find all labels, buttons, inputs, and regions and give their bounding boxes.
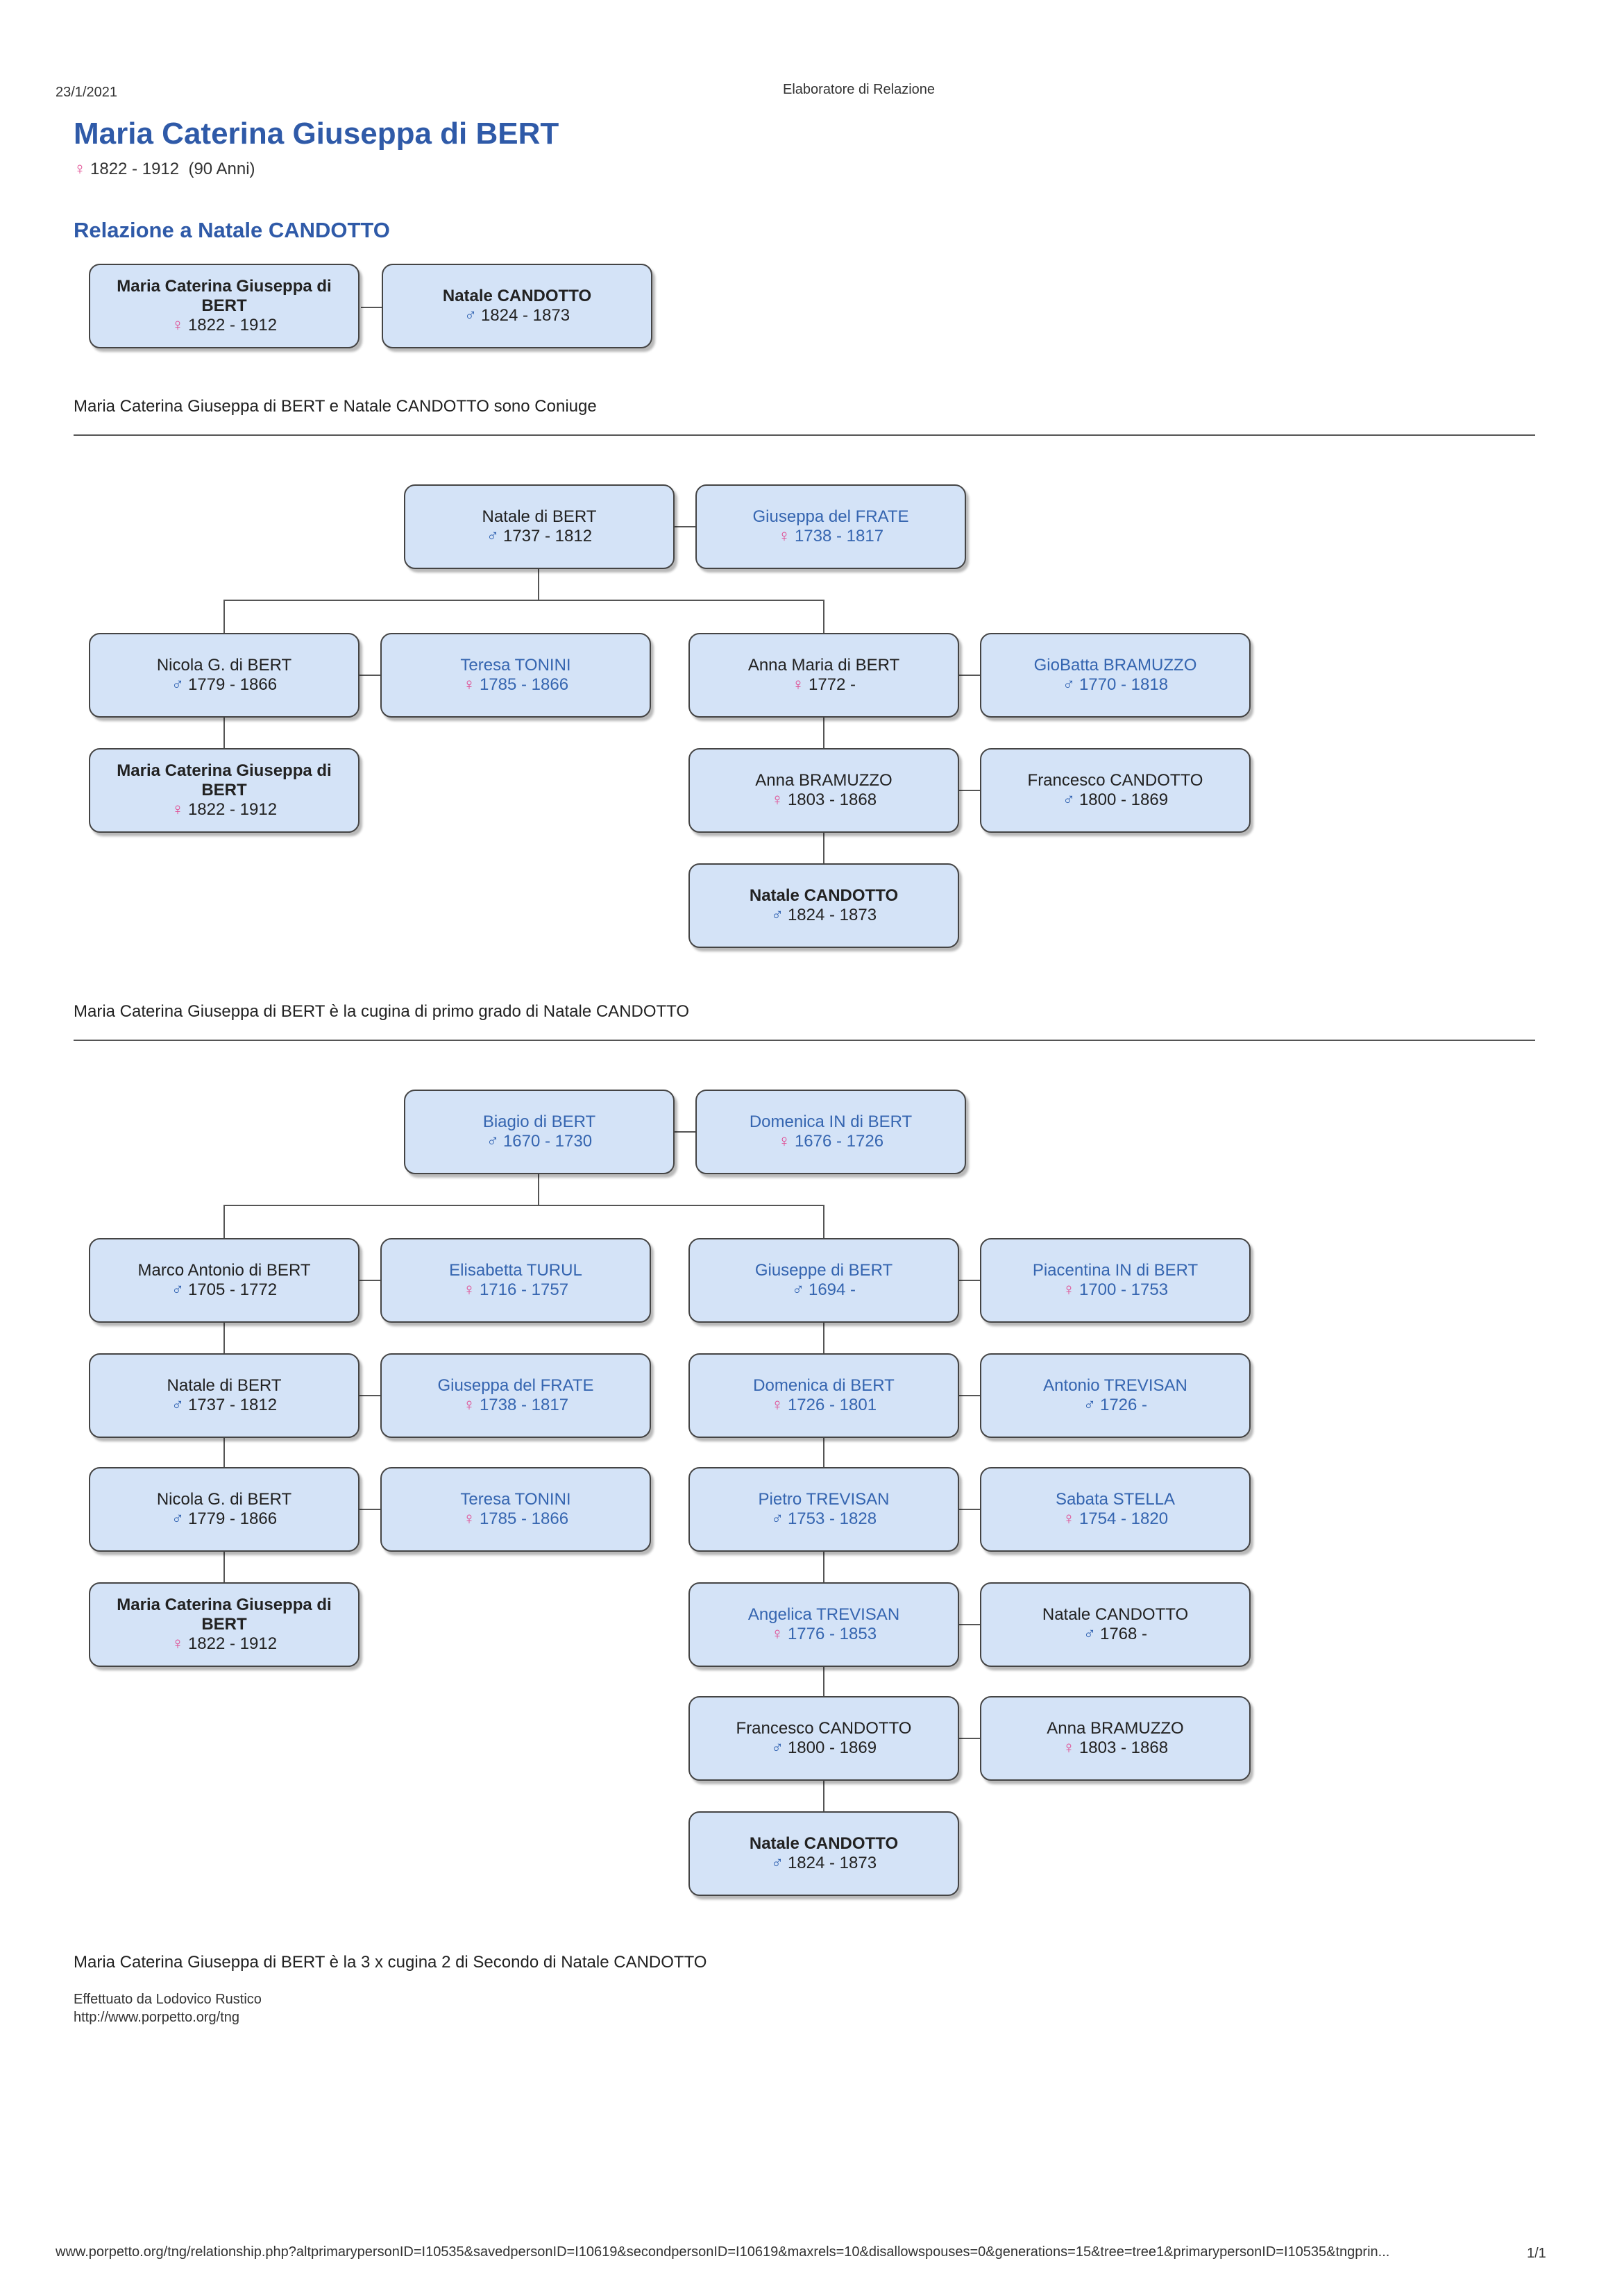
person-card[interactable]: Angelica TREVISAN ♀1776 - 1853 — [688, 1582, 959, 1667]
person-card[interactable]: Nicola G. di BERT ♂1779 - 1866 — [89, 633, 360, 718]
person-lifespan: ♀1822 - 1912 (90 Anni) — [74, 160, 255, 179]
male-icon: ♂ — [791, 1280, 804, 1299]
female-icon: ♀ — [462, 675, 475, 694]
person-card[interactable]: Domenica di BERT ♀1726 - 1801 — [688, 1353, 959, 1438]
female-icon: ♀ — [462, 1280, 475, 1299]
female-icon: ♀ — [171, 316, 184, 334]
female-icon: ♀ — [462, 1509, 475, 1528]
person-card[interactable]: Giuseppa del FRATE ♀1738 - 1817 — [695, 484, 966, 569]
person-card[interactable]: Biagio di BERT ♂1670 - 1730 — [404, 1090, 675, 1174]
person-card[interactable]: Giuseppa del FRATE ♀1738 - 1817 — [380, 1353, 651, 1438]
person-card[interactable]: Pietro TREVISAN ♂1753 - 1828 — [688, 1467, 959, 1552]
relationship-caption: Maria Caterina Giuseppa di BERT è la cug… — [74, 1002, 690, 1021]
male-icon: ♂ — [171, 675, 184, 694]
female-icon: ♀ — [462, 1396, 475, 1414]
male-icon: ♂ — [486, 527, 499, 545]
person-card[interactable]: Nicola G. di BERT ♂1779 - 1866 — [89, 1467, 360, 1552]
person-card[interactable]: Domenica IN di BERT ♀1676 - 1726 — [695, 1090, 966, 1174]
female-icon: ♀ — [770, 1396, 784, 1414]
print-date: 23/1/2021 — [56, 85, 117, 100]
female-icon: ♀ — [777, 1132, 790, 1151]
person-card[interactable]: Sabata STELLA ♀1754 - 1820 — [980, 1467, 1251, 1552]
person-card[interactable]: Natale di BERT ♂1737 - 1812 — [404, 484, 675, 569]
male-icon: ♂ — [770, 1738, 784, 1757]
male-icon: ♂ — [770, 1854, 784, 1872]
author-credit: Effettuato da Lodovico Rustico — [74, 1992, 262, 2007]
person-card[interactable]: Marco Antonio di BERT ♂1705 - 1772 — [89, 1238, 360, 1323]
person-age: (90 Anni) — [188, 160, 255, 178]
female-icon: ♀ — [171, 1634, 184, 1653]
female-icon: ♀ — [770, 1625, 784, 1643]
male-icon: ♂ — [770, 906, 784, 924]
person-dates: 1822 - 1912 — [90, 160, 180, 178]
person-card[interactable]: Natale CANDOTTO ♂1824 - 1873 — [688, 1811, 959, 1896]
relation-heading: Relazione a Natale CANDOTTO — [74, 218, 390, 242]
person-card[interactable]: Maria Caterina Giuseppa di BERT ♀1822 - … — [89, 1582, 360, 1667]
male-icon: ♂ — [1083, 1396, 1096, 1414]
site-link[interactable]: http://www.porpetto.org/tng — [74, 2010, 240, 2025]
person-card[interactable]: Natale CANDOTTO ♂1824 - 1873 — [688, 863, 959, 948]
male-icon: ♂ — [171, 1396, 184, 1414]
male-icon: ♂ — [171, 1509, 184, 1528]
app-title: Elaboratore di Relazione — [783, 82, 936, 97]
male-icon: ♂ — [486, 1132, 499, 1151]
female-icon: ♀ — [770, 790, 784, 809]
section-divider — [74, 1040, 1535, 1041]
male-icon: ♂ — [1083, 1625, 1096, 1643]
person-card[interactable]: Anna BRAMUZZO ♀1803 - 1868 — [980, 1696, 1251, 1781]
person-card[interactable]: Anna BRAMUZZO ♀1803 - 1868 — [688, 748, 959, 833]
female-icon: ♀ — [171, 800, 184, 819]
female-icon: ♀ — [1062, 1738, 1075, 1757]
person-card[interactable]: Natale CANDOTTO ♂1768 - — [980, 1582, 1251, 1667]
person-card[interactable]: Maria Caterina Giuseppa di BERT ♀1822 - … — [89, 264, 360, 348]
person-card[interactable]: Piacentina IN di BERT ♀1700 - 1753 — [980, 1238, 1251, 1323]
page-title: Maria Caterina Giuseppa di BERT — [74, 117, 559, 151]
person-card[interactable]: Francesco CANDOTTO ♂1800 - 1869 — [980, 748, 1251, 833]
person-card[interactable]: Giuseppe di BERT ♂1694 - — [688, 1238, 959, 1323]
section-divider — [74, 434, 1535, 436]
relationship-caption: Maria Caterina Giuseppa di BERT e Natale… — [74, 397, 597, 416]
female-icon: ♀ — [777, 527, 790, 545]
male-icon: ♂ — [1062, 790, 1075, 809]
male-icon: ♂ — [464, 306, 477, 325]
person-card[interactable]: Teresa TONINI ♀1785 - 1866 — [380, 633, 651, 718]
female-icon: ♀ — [791, 675, 804, 694]
female-icon: ♀ — [74, 160, 86, 178]
male-icon: ♂ — [770, 1509, 784, 1528]
person-card[interactable]: Natale di BERT ♂1737 - 1812 — [89, 1353, 360, 1438]
person-card[interactable]: GioBatta BRAMUZZO ♂1770 - 1818 — [980, 633, 1251, 718]
person-card[interactable]: Elisabetta TURUL ♀1716 - 1757 — [380, 1238, 651, 1323]
page-number: 1/1 — [1527, 2246, 1546, 2261]
person-card[interactable]: Francesco CANDOTTO ♂1800 - 1869 — [688, 1696, 959, 1781]
person-card[interactable]: Teresa TONINI ♀1785 - 1866 — [380, 1467, 651, 1552]
page-url: www.porpetto.org/tng/relationship.php?al… — [56, 2244, 1390, 2260]
person-card[interactable]: Anna Maria di BERT ♀1772 - — [688, 633, 959, 718]
male-icon: ♂ — [1062, 675, 1075, 694]
person-card[interactable]: Natale CANDOTTO ♂1824 - 1873 — [382, 264, 652, 348]
female-icon: ♀ — [1062, 1280, 1075, 1299]
relationship-caption: Maria Caterina Giuseppa di BERT è la 3 x… — [74, 1953, 707, 1972]
person-card[interactable]: Maria Caterina Giuseppa di BERT ♀1822 - … — [89, 748, 360, 833]
male-icon: ♂ — [171, 1280, 184, 1299]
person-card[interactable]: Antonio TREVISAN ♂1726 - — [980, 1353, 1251, 1438]
female-icon: ♀ — [1062, 1509, 1075, 1528]
